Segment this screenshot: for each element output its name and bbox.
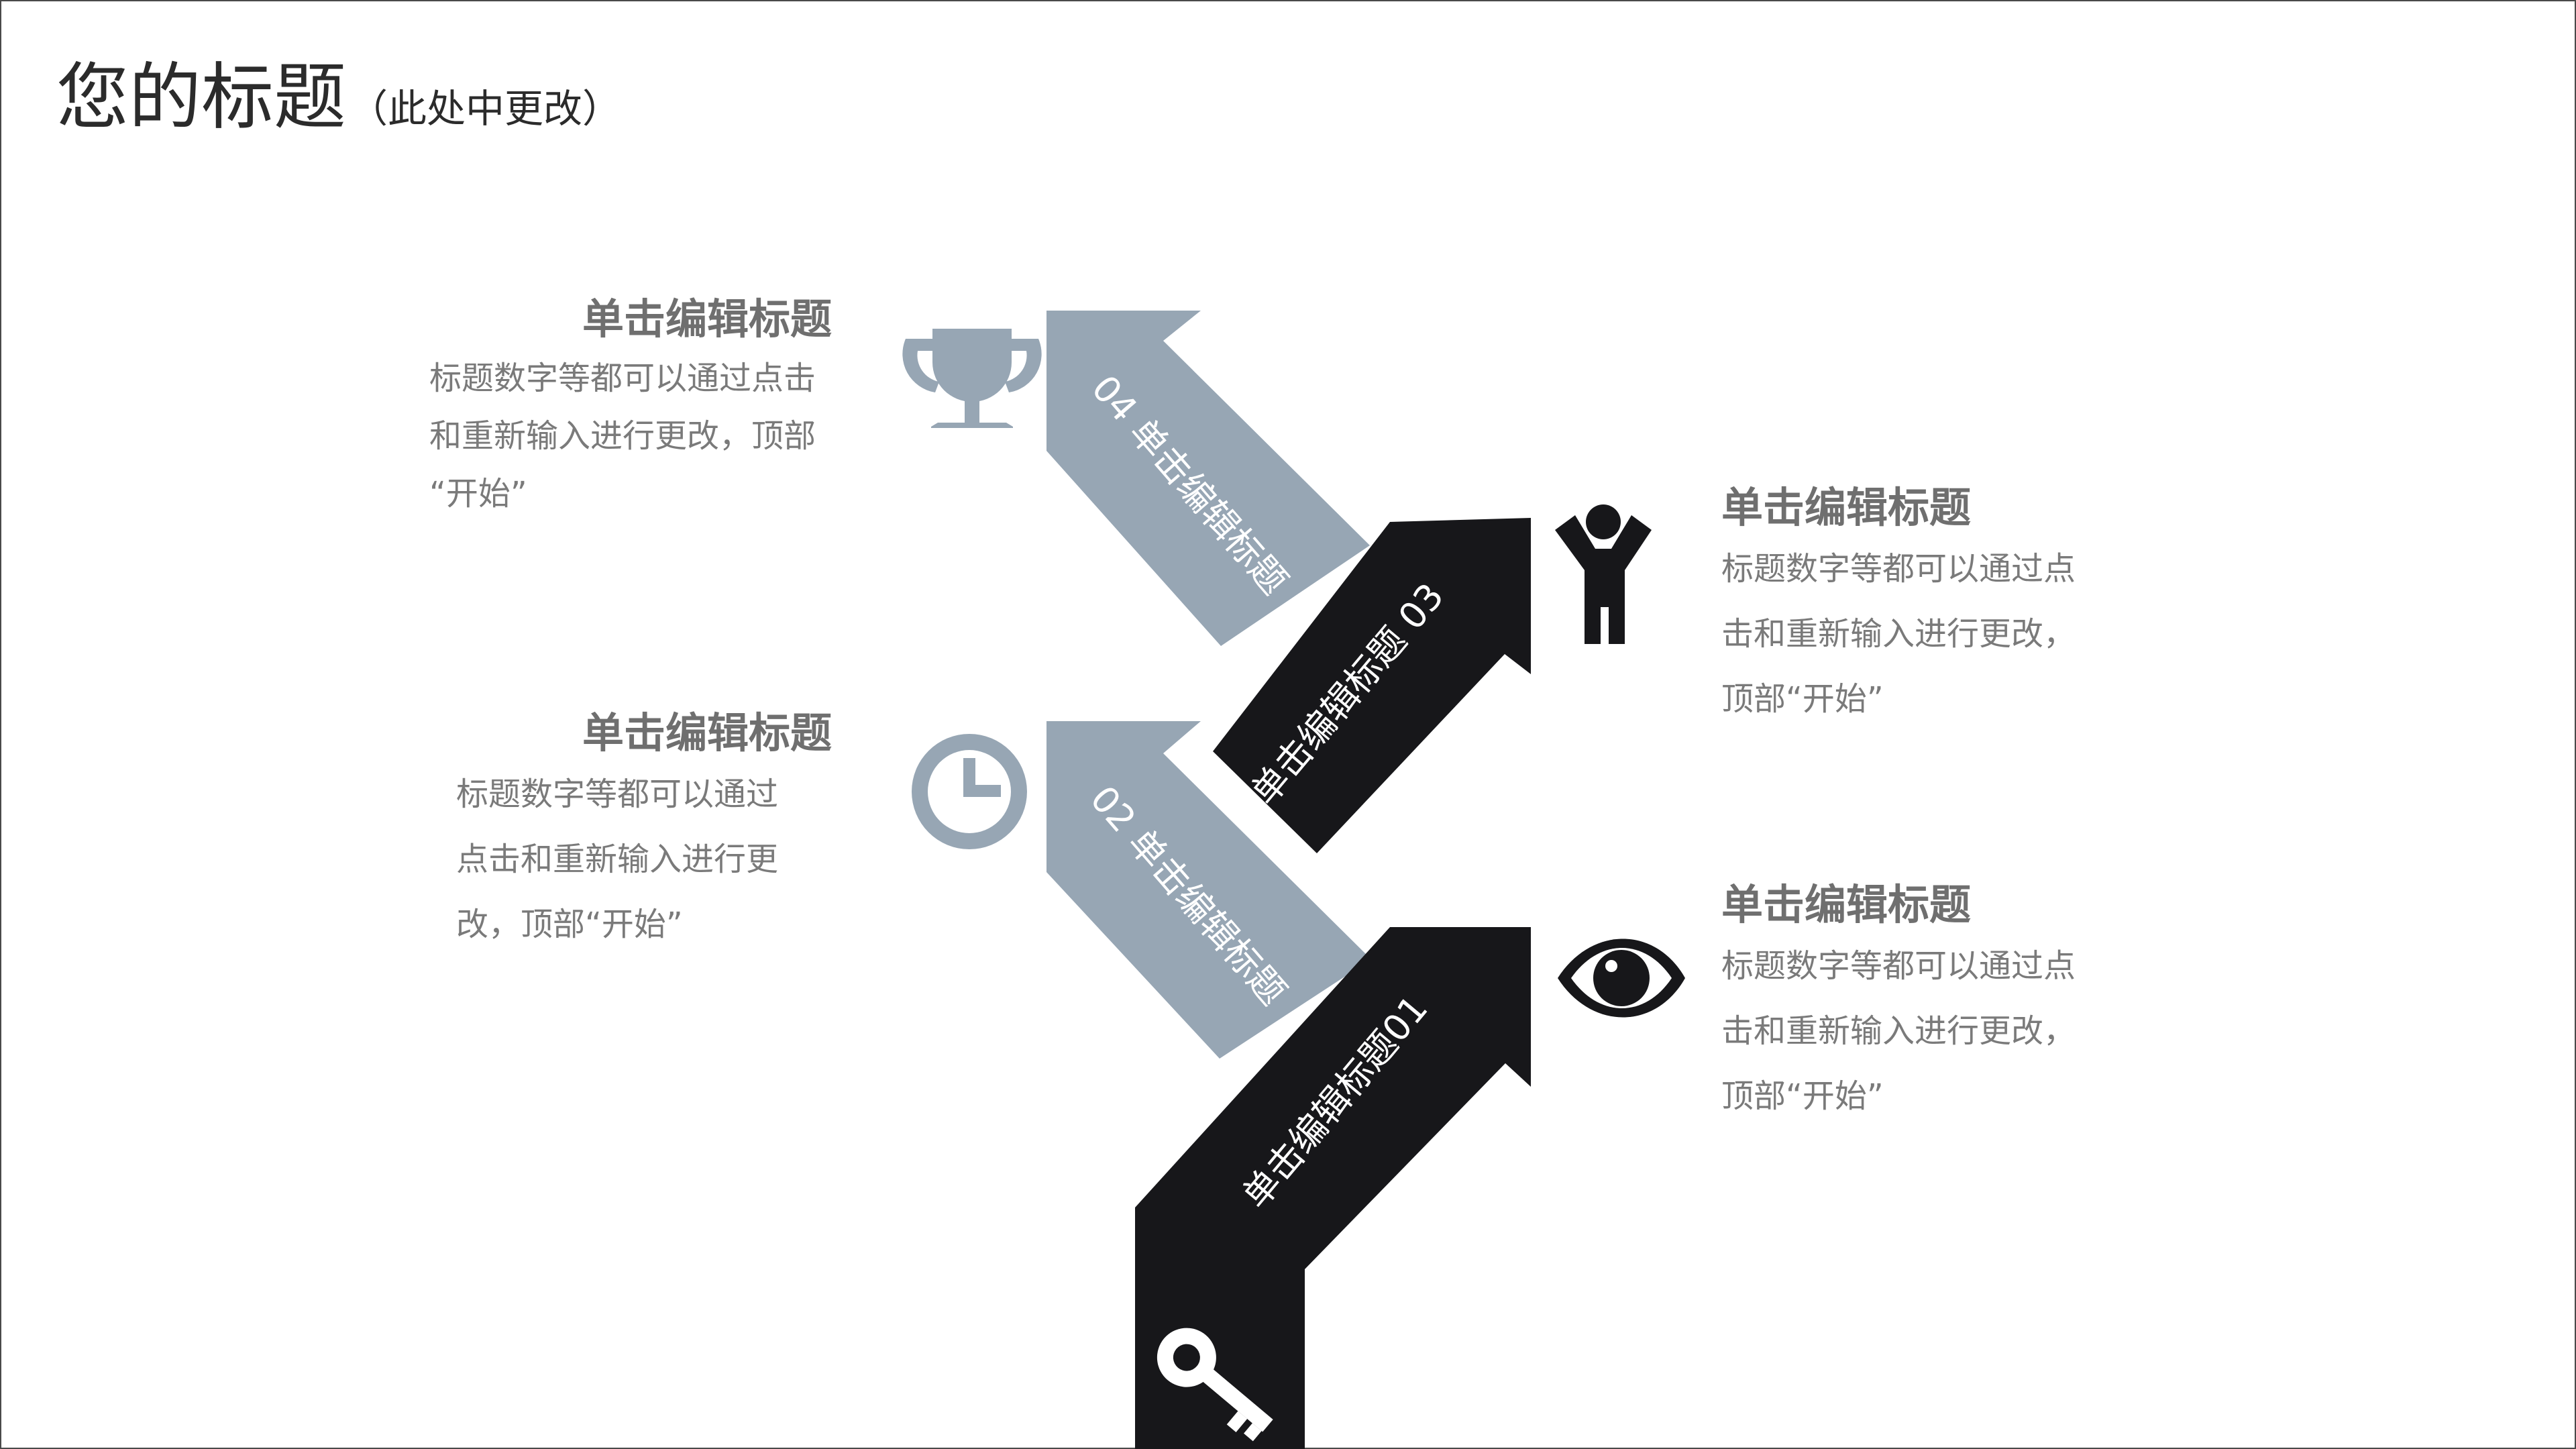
- title-sub: （此处中更改）: [349, 86, 622, 131]
- trophy-icon: [902, 329, 1042, 428]
- step-01-description: 标题数字等都可以通过点 击和重新输入进行更改， 顶部“开始”: [1721, 947, 2076, 1115]
- arrow-step-03: [1213, 518, 1531, 853]
- text-block-step-04: 单击编辑标题 标题数字等都可以通过点击 和重新输入进行更改，顶部 “开始”: [429, 285, 832, 523]
- step-01-heading: 单击编辑标题: [1721, 880, 1972, 929]
- step-03-description: 标题数字等都可以通过点 击和重新输入进行更改， 顶部“开始”: [1721, 550, 2076, 718]
- title-main: 您的标题: [56, 56, 347, 140]
- step-04-description: 标题数字等都可以通过点击 和重新输入进行更改，顶部 “开始”: [429, 360, 816, 513]
- step-02-heading: 单击编辑标题: [582, 708, 832, 757]
- page-title: 您的标题（此处中更改）: [56, 39, 621, 144]
- text-block-step-02: 单击编辑标题 标题数字等都可以通过 点击和重新输入进行更 改，顶部“开始”: [456, 699, 832, 957]
- arrow-step-01: [1135, 927, 1531, 1449]
- text-block-step-01: 单击编辑标题 标题数字等都可以通过点 击和重新输入进行更改， 顶部“开始”: [1721, 871, 2191, 1129]
- step-03-heading: 单击编辑标题: [1721, 483, 1972, 532]
- person-raised-arms-icon: [1555, 504, 1652, 644]
- arrow-step-02: [1046, 721, 1371, 1059]
- step-02-description: 标题数字等都可以通过 点击和重新输入进行更 改，顶部“开始”: [456, 775, 779, 943]
- eye-icon: [1558, 938, 1685, 1018]
- text-block-step-03: 单击编辑标题 标题数字等都可以通过点 击和重新输入进行更改， 顶部“开始”: [1721, 474, 2191, 732]
- arrow-step-04: [1046, 311, 1370, 646]
- clock-icon: [912, 734, 1027, 849]
- key-icon: [1157, 1328, 1273, 1442]
- step-04-heading: 单击编辑标题: [582, 294, 832, 343]
